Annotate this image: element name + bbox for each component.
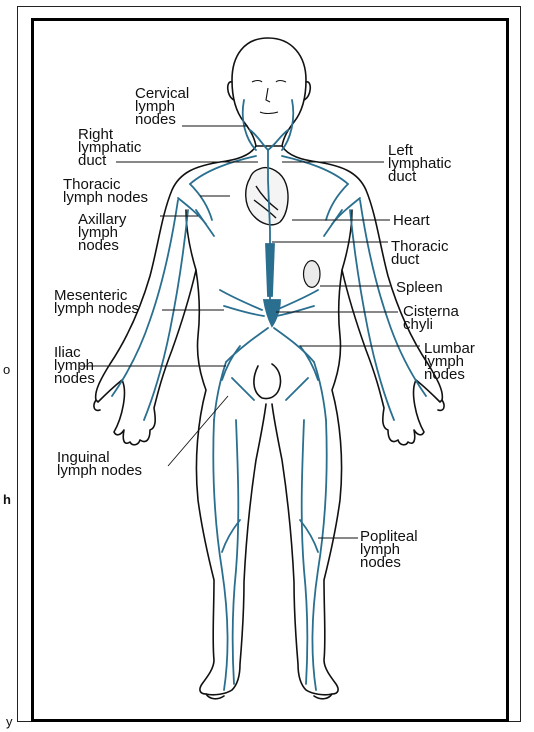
heart <box>246 168 288 225</box>
lymphatic-vessels <box>112 100 426 690</box>
body-outline <box>94 38 444 699</box>
label-spleen: Spleen <box>396 281 443 294</box>
spleen <box>304 261 321 288</box>
head-outline <box>232 38 306 146</box>
face <box>252 81 286 114</box>
label-heart: Heart <box>393 214 430 227</box>
